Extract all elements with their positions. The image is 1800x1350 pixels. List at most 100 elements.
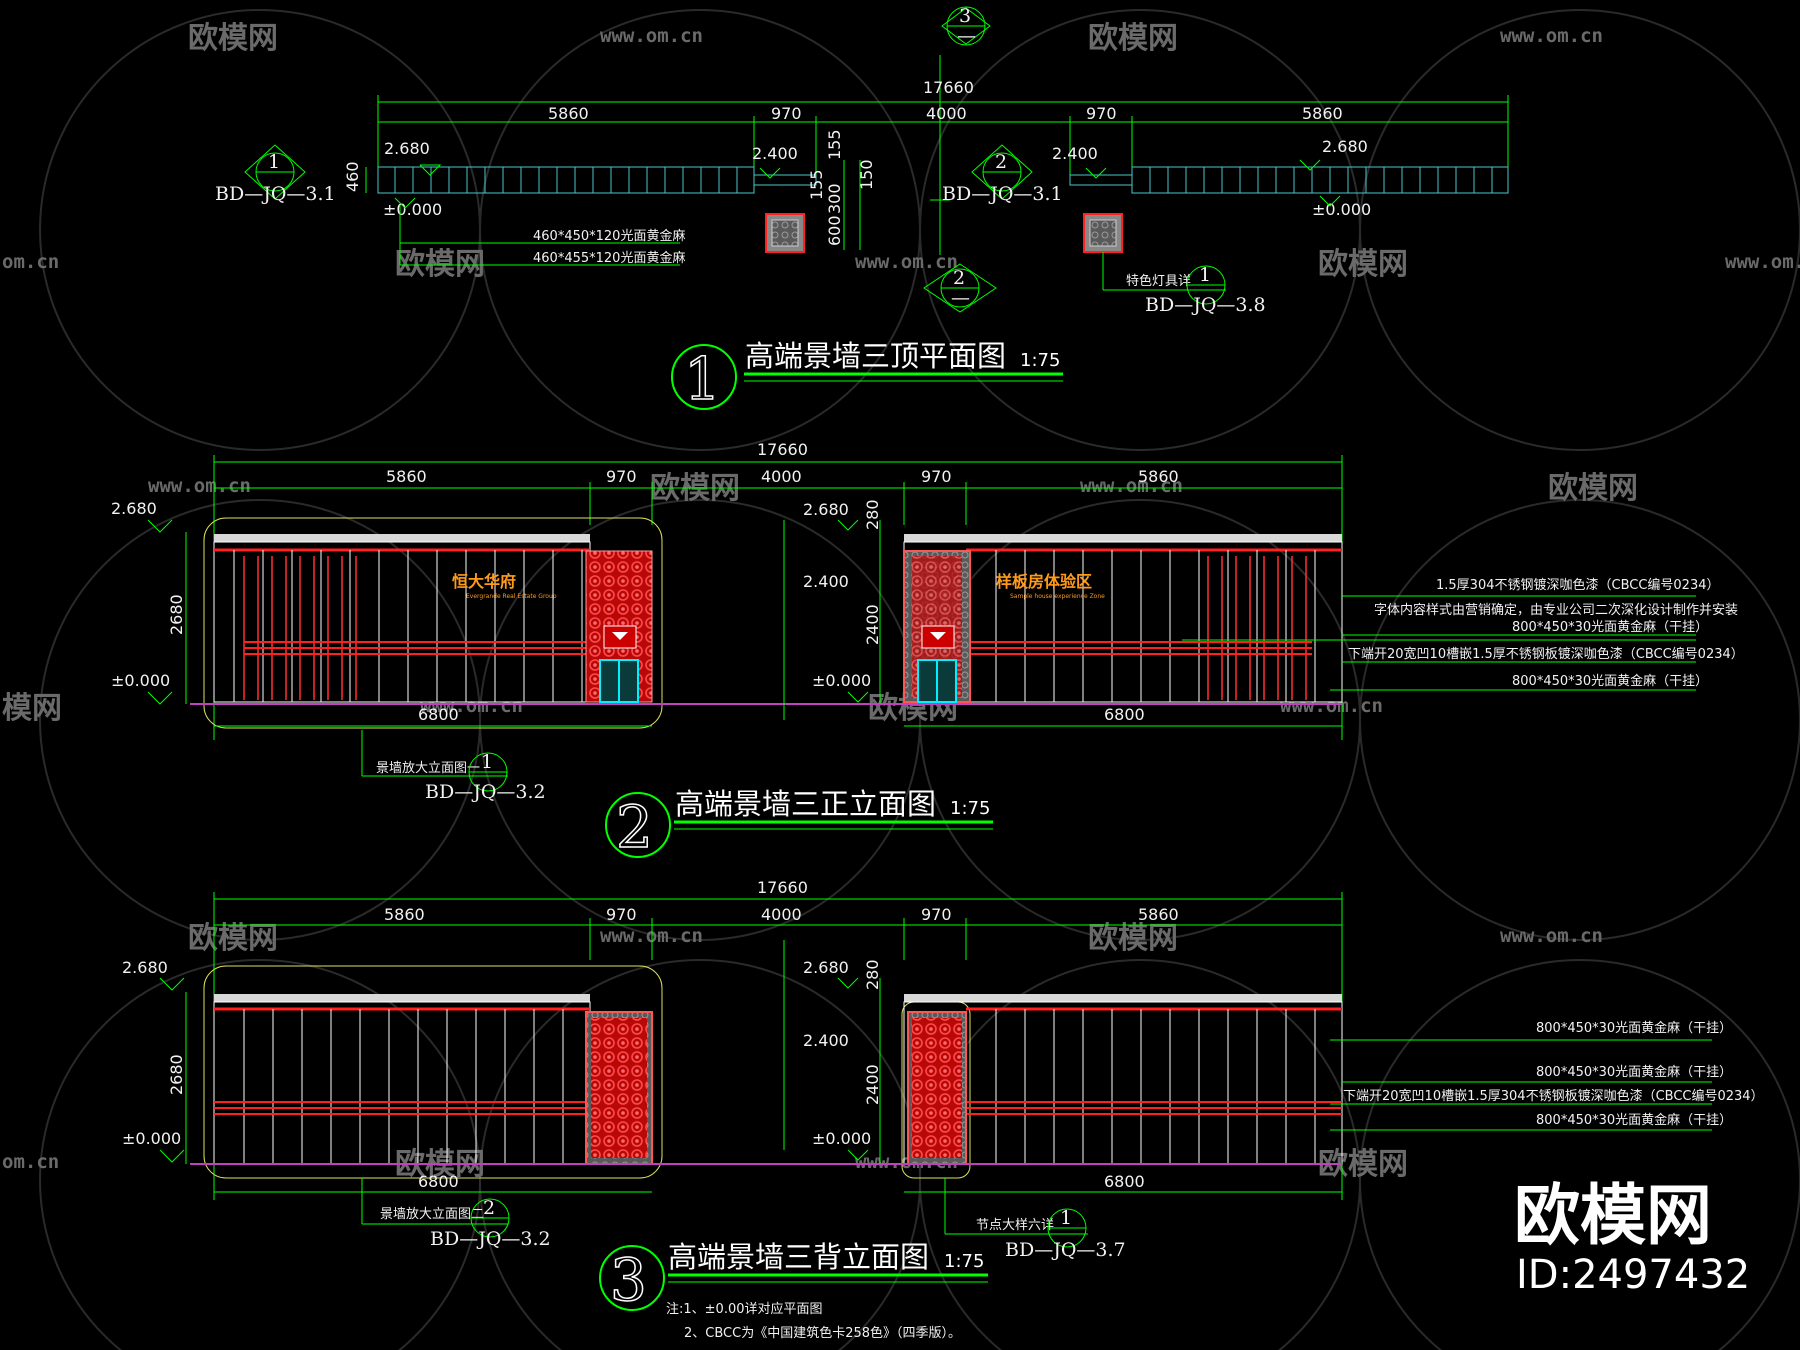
- drawing-number: 2: [616, 793, 653, 861]
- ref-number: 1: [268, 151, 280, 173]
- level-text: 2.680: [803, 500, 849, 519]
- front-bottom-dims: 6800 6800: [214, 705, 1342, 727]
- plan-dimension-total: 17660: [377, 78, 1509, 175]
- watermark-text: 欧模网: [188, 21, 278, 56]
- brand-watermark: 欧模网 ID:2497432: [1514, 1177, 1750, 1298]
- drawing-number: 1: [684, 345, 721, 413]
- dimension-text: 2400: [863, 1064, 882, 1105]
- dimension-text: 6800: [1104, 705, 1145, 724]
- dimension-text: 6800: [418, 1172, 459, 1191]
- watermark-text: 欧模网: [1088, 21, 1178, 56]
- sign-subtext: Sample house experience Zone: [1010, 593, 1105, 600]
- watermark-url: om.cn: [2, 1151, 59, 1173]
- dimension-text: 2680: [167, 1054, 186, 1095]
- footnotes: 注:1、±0.00详对应平面图 2、CBCC为《中国建筑色卡258色》（四季版）…: [666, 1301, 961, 1341]
- dimension-text: 150: [857, 159, 876, 190]
- dimension-text: 460: [343, 161, 362, 192]
- watermark-text: 欧模网: [188, 921, 278, 956]
- section-ref-top: 3 —: [941, 5, 991, 47]
- dimension-text: 17660: [757, 440, 808, 459]
- plan-dimension-parts: 5860 970 4000 970 5860: [378, 104, 1508, 175]
- brand-name: 欧模网: [1514, 1177, 1712, 1254]
- dimension-text: 600: [825, 215, 844, 246]
- material-note: 下端开20宽凹10槽嵌1.5厚304不锈钢板镀深咖色漆（CBCC编号0234）: [1343, 1088, 1764, 1104]
- ref-number: 1: [1060, 1207, 1072, 1229]
- drawing-title-1: 1 高端景墙三顶平面图 1:75: [671, 339, 1063, 414]
- plan-vertical-dims: 460 155 155 150 600 300: [343, 129, 876, 250]
- material-note: 800*450*30光面黄金麻（干挂）: [1512, 619, 1708, 635]
- material-note: 下端开20宽凹10槽嵌1.5厚不锈钢板镀深咖色漆（CBCC编号0234）: [1348, 646, 1744, 662]
- dimension-text: 970: [1086, 104, 1117, 123]
- dimension-text: 300: [825, 183, 844, 214]
- lamp-symbols: [765, 213, 1123, 253]
- drawing-number: 3: [610, 1246, 647, 1314]
- dimension-text: 5860: [548, 104, 589, 123]
- level-text: 2.680: [111, 499, 157, 518]
- dimension-text: 970: [771, 104, 802, 123]
- plan-wall-right: [1069, 166, 1509, 194]
- dimension-text: 6800: [1104, 1172, 1145, 1191]
- front-wall-right: 样板房体验区 Sample house experience Zone: [903, 534, 1343, 703]
- level-text: 2.680: [803, 958, 849, 977]
- sign-text: 样板房体验区: [996, 572, 1092, 591]
- level-text: 2.400: [803, 572, 849, 591]
- dimension-text: 2680: [167, 594, 186, 635]
- dimension-text: 970: [921, 905, 952, 924]
- plan-wall-left: [377, 166, 817, 194]
- material-note: 460*455*120光面黄金麻: [533, 250, 685, 266]
- drawing-title: 高端景墙三背立面图: [668, 1240, 929, 1274]
- dimension-text: 5860: [1138, 905, 1179, 924]
- front-notes: 1.5厚304不锈钢镀深咖色漆（CBCC编号0234） 字体内容样式由营销确定，…: [1182, 577, 1744, 691]
- back-callout-right: 节点大样六详 1 BD—JQ—3.7: [944, 1178, 1126, 1261]
- ref-code: BD—JQ—3.2: [430, 1228, 551, 1250]
- watermark-url: www.om.cn: [1500, 925, 1603, 947]
- section-ref-bottom: 2 —: [923, 263, 997, 313]
- dimension-text: 4000: [926, 104, 967, 123]
- sign-text: 恒大华府: [452, 572, 516, 591]
- back-levels: 2680 2.680 ±0.000 2.680 2.400 ±0.000 280…: [122, 940, 882, 1164]
- ref-number: 1: [1199, 264, 1211, 286]
- plan-callout-right: 2 BD—JQ—3.1: [942, 144, 1063, 205]
- watermark-url: www.om.cn: [855, 251, 958, 273]
- material-note: 800*450*30光面黄金麻（干挂）: [1536, 1064, 1732, 1080]
- level-text: ±0.000: [812, 671, 871, 690]
- back-notes: 800*450*30光面黄金麻（干挂） 800*450*30光面黄金麻（干挂） …: [1330, 1020, 1764, 1131]
- material-note: 800*450*30光面黄金麻（干挂）: [1536, 1112, 1732, 1128]
- ref-number: 3: [959, 5, 971, 27]
- level-text: 2.680: [384, 139, 430, 158]
- ref-code: BD—JQ—3.8: [1145, 294, 1266, 316]
- watermark-url: www.om.cn: [600, 925, 703, 947]
- dimension-text: 280: [863, 499, 882, 530]
- drawing-title-3: 3 高端景墙三背立面图 1:75: [599, 1240, 988, 1315]
- footnote-line: 注:1、±0.00详对应平面图: [666, 1301, 823, 1317]
- back-wall-left: [203, 965, 663, 1179]
- front-dimension-parts: 5860 970 4000 970 5860: [214, 467, 1342, 525]
- material-note: 460*450*120光面黄金麻: [533, 228, 685, 244]
- footnote-line: 2、CBCC为《中国建筑色卡258色》（四季版）。: [684, 1325, 961, 1341]
- drawing-title: 高端景墙三顶平面图: [745, 339, 1006, 373]
- brand-id: ID:2497432: [1516, 1252, 1750, 1298]
- ref-number: 2: [995, 151, 1007, 173]
- drawing-plan: 3 — 17660 5860 970 4000 970 5860: [215, 5, 1509, 414]
- ref-code: BD—JQ—3.1: [215, 183, 336, 205]
- drawing-title-2: 2 高端景墙三正立面图 1:75: [605, 787, 993, 862]
- drawing-scale: 1:75: [944, 1251, 984, 1272]
- plan-callout-left: 1 BD—JQ—3.1: [215, 144, 336, 205]
- level-text: 2.400: [752, 144, 798, 163]
- back-wall-right: [901, 994, 1343, 1179]
- plan-levels: 2.680 ±0.000 2.400 2.400 2.680 ±0.000: [383, 137, 1371, 219]
- lamp-detail-callout: 特色灯具详 1 BD—JQ—3.8: [1102, 252, 1266, 316]
- drawing-scale: 1:75: [1020, 350, 1060, 371]
- level-text: 2.400: [1052, 144, 1098, 163]
- dimension-text: 970: [606, 467, 637, 486]
- ref-sub: —: [957, 25, 976, 47]
- level-text: 2.680: [1322, 137, 1368, 156]
- plan-material-notes: 460*450*120光面黄金麻 460*455*120光面黄金麻: [399, 205, 685, 266]
- back-dimension-parts: 5860 970 4000 970 5860: [214, 905, 1342, 960]
- dimension-text: 970: [606, 905, 637, 924]
- dimension-text: 4000: [761, 467, 802, 486]
- watermark-url: www.om.cn: [148, 475, 251, 497]
- dimension-text: 5860: [1302, 104, 1343, 123]
- watermark-url: www.om.cn: [1080, 475, 1183, 497]
- callout-label: 节点大样六详: [976, 1218, 1054, 1233]
